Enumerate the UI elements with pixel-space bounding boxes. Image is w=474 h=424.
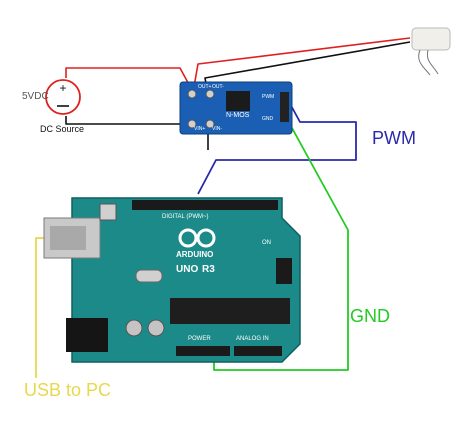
terminal-screw-3 <box>187 119 197 129</box>
arduino-logo-text: ARDUINO <box>176 250 214 259</box>
usb-jack-inner <box>50 226 86 250</box>
arduino-board <box>43 197 301 363</box>
negative-wire-to-mosfet <box>65 116 180 125</box>
digital-header <box>132 200 278 210</box>
load-leads <box>418 49 439 76</box>
terminal-screw-4 <box>205 119 215 129</box>
pwm-wire-label: PWM <box>372 128 416 148</box>
arduino-digital-header-label: DIGITAL (PWM~) <box>162 214 209 220</box>
dc-source-plus: + <box>59 81 66 95</box>
power-jack <box>66 318 108 352</box>
pwm-wire <box>197 99 357 195</box>
atmega-chip <box>170 298 290 324</box>
positive-wire-to-mosfet <box>65 67 193 91</box>
capacitor-1 <box>125 319 143 337</box>
arduino-analog-header-label: ANALOG IN <box>236 336 269 342</box>
terminal-label-vin-minus: VIN- <box>212 126 222 132</box>
arduino-model: UNO <box>176 264 199 275</box>
arduino-on-led-label: ON <box>262 240 271 246</box>
reset-button <box>99 203 117 221</box>
power-header <box>176 346 230 356</box>
crystal <box>135 269 163 283</box>
mosfet-module-label: N-MOS <box>226 112 250 119</box>
mosfet-chip <box>226 91 250 111</box>
dc-source: + <box>45 79 81 115</box>
arduino-power-header-label: POWER <box>188 336 211 342</box>
analog-header <box>234 346 282 356</box>
dc-source-caption: DC Source <box>40 124 85 134</box>
terminal-label-out-plus: OUT+ <box>198 84 212 90</box>
dc-source-voltage: 5VDC <box>22 91 49 102</box>
arduino-revision: R3 <box>202 264 215 275</box>
load-body <box>411 27 451 51</box>
icsp-header <box>276 258 292 284</box>
terminal-label-gnd: GND <box>262 116 274 122</box>
mosfet-module <box>179 81 293 135</box>
dc-source-circle <box>45 79 81 115</box>
terminal-screw-1 <box>187 89 197 99</box>
terminal-screw-2 <box>205 89 215 99</box>
usb-wire-label: USB to PC <box>24 380 112 400</box>
arduino-logo-icon <box>178 228 216 248</box>
terminal-label-vin-plus: VIN+ <box>194 126 206 132</box>
gnd-wire-label: GND <box>350 306 390 326</box>
capacitor-2 <box>147 319 165 337</box>
terminal-label-out-minus: OUT- <box>212 84 224 90</box>
load-element <box>411 27 451 76</box>
signal-header <box>280 92 289 122</box>
terminal-label-pwm: PWM <box>262 94 275 100</box>
usb-wire <box>35 237 56 378</box>
gnd-wire <box>213 127 349 371</box>
